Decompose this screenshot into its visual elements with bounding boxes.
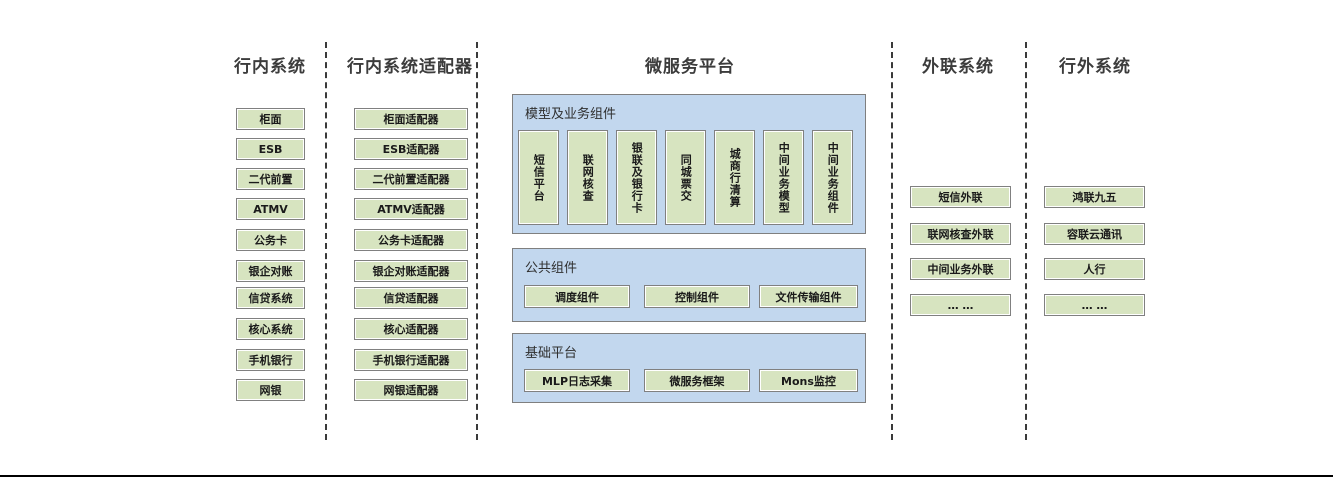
node-intra-adapter-0[interactable]: 柜面适配器 <box>354 108 468 130</box>
panel-title-base-platform: 基础平台 <box>525 346 578 361</box>
node-intra-system-4[interactable]: 公务卡 <box>236 229 305 251</box>
node-model-component-1[interactable]: 联网核查 <box>567 130 608 225</box>
column-header-intra-bank-adapters: 行内系统适配器 <box>347 57 473 77</box>
column-divider-2 <box>476 42 478 440</box>
node-intra-adapter-5[interactable]: 银企对账适配器 <box>354 260 468 282</box>
node-intra-adapter-9[interactable]: 网银适配器 <box>354 379 468 401</box>
node-intra-system-7[interactable]: 核心系统 <box>236 318 305 340</box>
node-outside-bank-1[interactable]: 容联云通讯 <box>1044 223 1145 245</box>
node-external-liaison-2[interactable]: 中间业务外联 <box>910 258 1011 280</box>
node-intra-adapter-4[interactable]: 公务卡适配器 <box>354 229 468 251</box>
node-model-component-2[interactable]: 银联及银行卡 <box>616 130 657 225</box>
column-divider-1 <box>325 42 327 440</box>
node-intra-adapter-3[interactable]: ATMV适配器 <box>354 198 468 220</box>
node-intra-system-1[interactable]: ESB <box>236 138 305 160</box>
panel-title-public-components: 公共组件 <box>525 261 578 276</box>
node-intra-system-3[interactable]: ATMV <box>236 198 305 220</box>
node-public-component-2[interactable]: 文件传输组件 <box>759 285 858 308</box>
node-external-liaison-3[interactable]: … … <box>910 294 1011 316</box>
column-divider-3 <box>891 42 893 440</box>
node-intra-system-6[interactable]: 信贷系统 <box>236 287 305 309</box>
node-intra-adapter-6[interactable]: 信贷适配器 <box>354 287 468 309</box>
node-public-component-0[interactable]: 调度组件 <box>524 285 630 308</box>
node-base-platform-0[interactable]: MLP日志采集 <box>524 369 630 392</box>
node-intra-system-9[interactable]: 网银 <box>236 379 305 401</box>
node-intra-adapter-1[interactable]: ESB适配器 <box>354 138 468 160</box>
column-header-intra-bank-systems: 行内系统 <box>234 57 306 77</box>
node-intra-adapter-8[interactable]: 手机银行适配器 <box>354 349 468 371</box>
panel-base-platform: 基础平台 <box>512 333 866 403</box>
node-base-platform-1[interactable]: 微服务框架 <box>644 369 750 392</box>
node-external-liaison-1[interactable]: 联网核查外联 <box>910 223 1011 245</box>
node-outside-bank-2[interactable]: 人行 <box>1044 258 1145 280</box>
node-public-component-1[interactable]: 控制组件 <box>644 285 750 308</box>
node-outside-bank-0[interactable]: 鸿联九五 <box>1044 186 1145 208</box>
node-base-platform-2[interactable]: Mons监控 <box>759 369 858 392</box>
node-model-component-0[interactable]: 短信平台 <box>518 130 559 225</box>
node-model-component-5[interactable]: 中间业务模型 <box>763 130 804 225</box>
node-intra-system-5[interactable]: 银企对账 <box>236 260 305 282</box>
node-intra-adapter-7[interactable]: 核心适配器 <box>354 318 468 340</box>
node-intra-system-2[interactable]: 二代前置 <box>236 168 305 190</box>
node-external-liaison-0[interactable]: 短信外联 <box>910 186 1011 208</box>
panel-title-model-business-components: 模型及业务组件 <box>525 107 617 122</box>
column-divider-4 <box>1025 42 1027 440</box>
node-model-component-3[interactable]: 同城票交 <box>665 130 706 225</box>
column-header-microservice-platform: 微服务平台 <box>645 57 735 77</box>
column-header-external-liaison-systems: 外联系统 <box>922 57 994 77</box>
column-header-outside-bank-systems: 行外系统 <box>1059 57 1131 77</box>
node-model-component-6[interactable]: 中间业务组件 <box>812 130 853 225</box>
node-intra-system-8[interactable]: 手机银行 <box>236 349 305 371</box>
bottom-separator-rule <box>0 475 1333 477</box>
node-intra-adapter-2[interactable]: 二代前置适配器 <box>354 168 468 190</box>
node-outside-bank-3[interactable]: … … <box>1044 294 1145 316</box>
node-model-component-4[interactable]: 城商行清算 <box>714 130 755 225</box>
panel-public-components: 公共组件 <box>512 248 866 322</box>
node-intra-system-0[interactable]: 柜面 <box>236 108 305 130</box>
